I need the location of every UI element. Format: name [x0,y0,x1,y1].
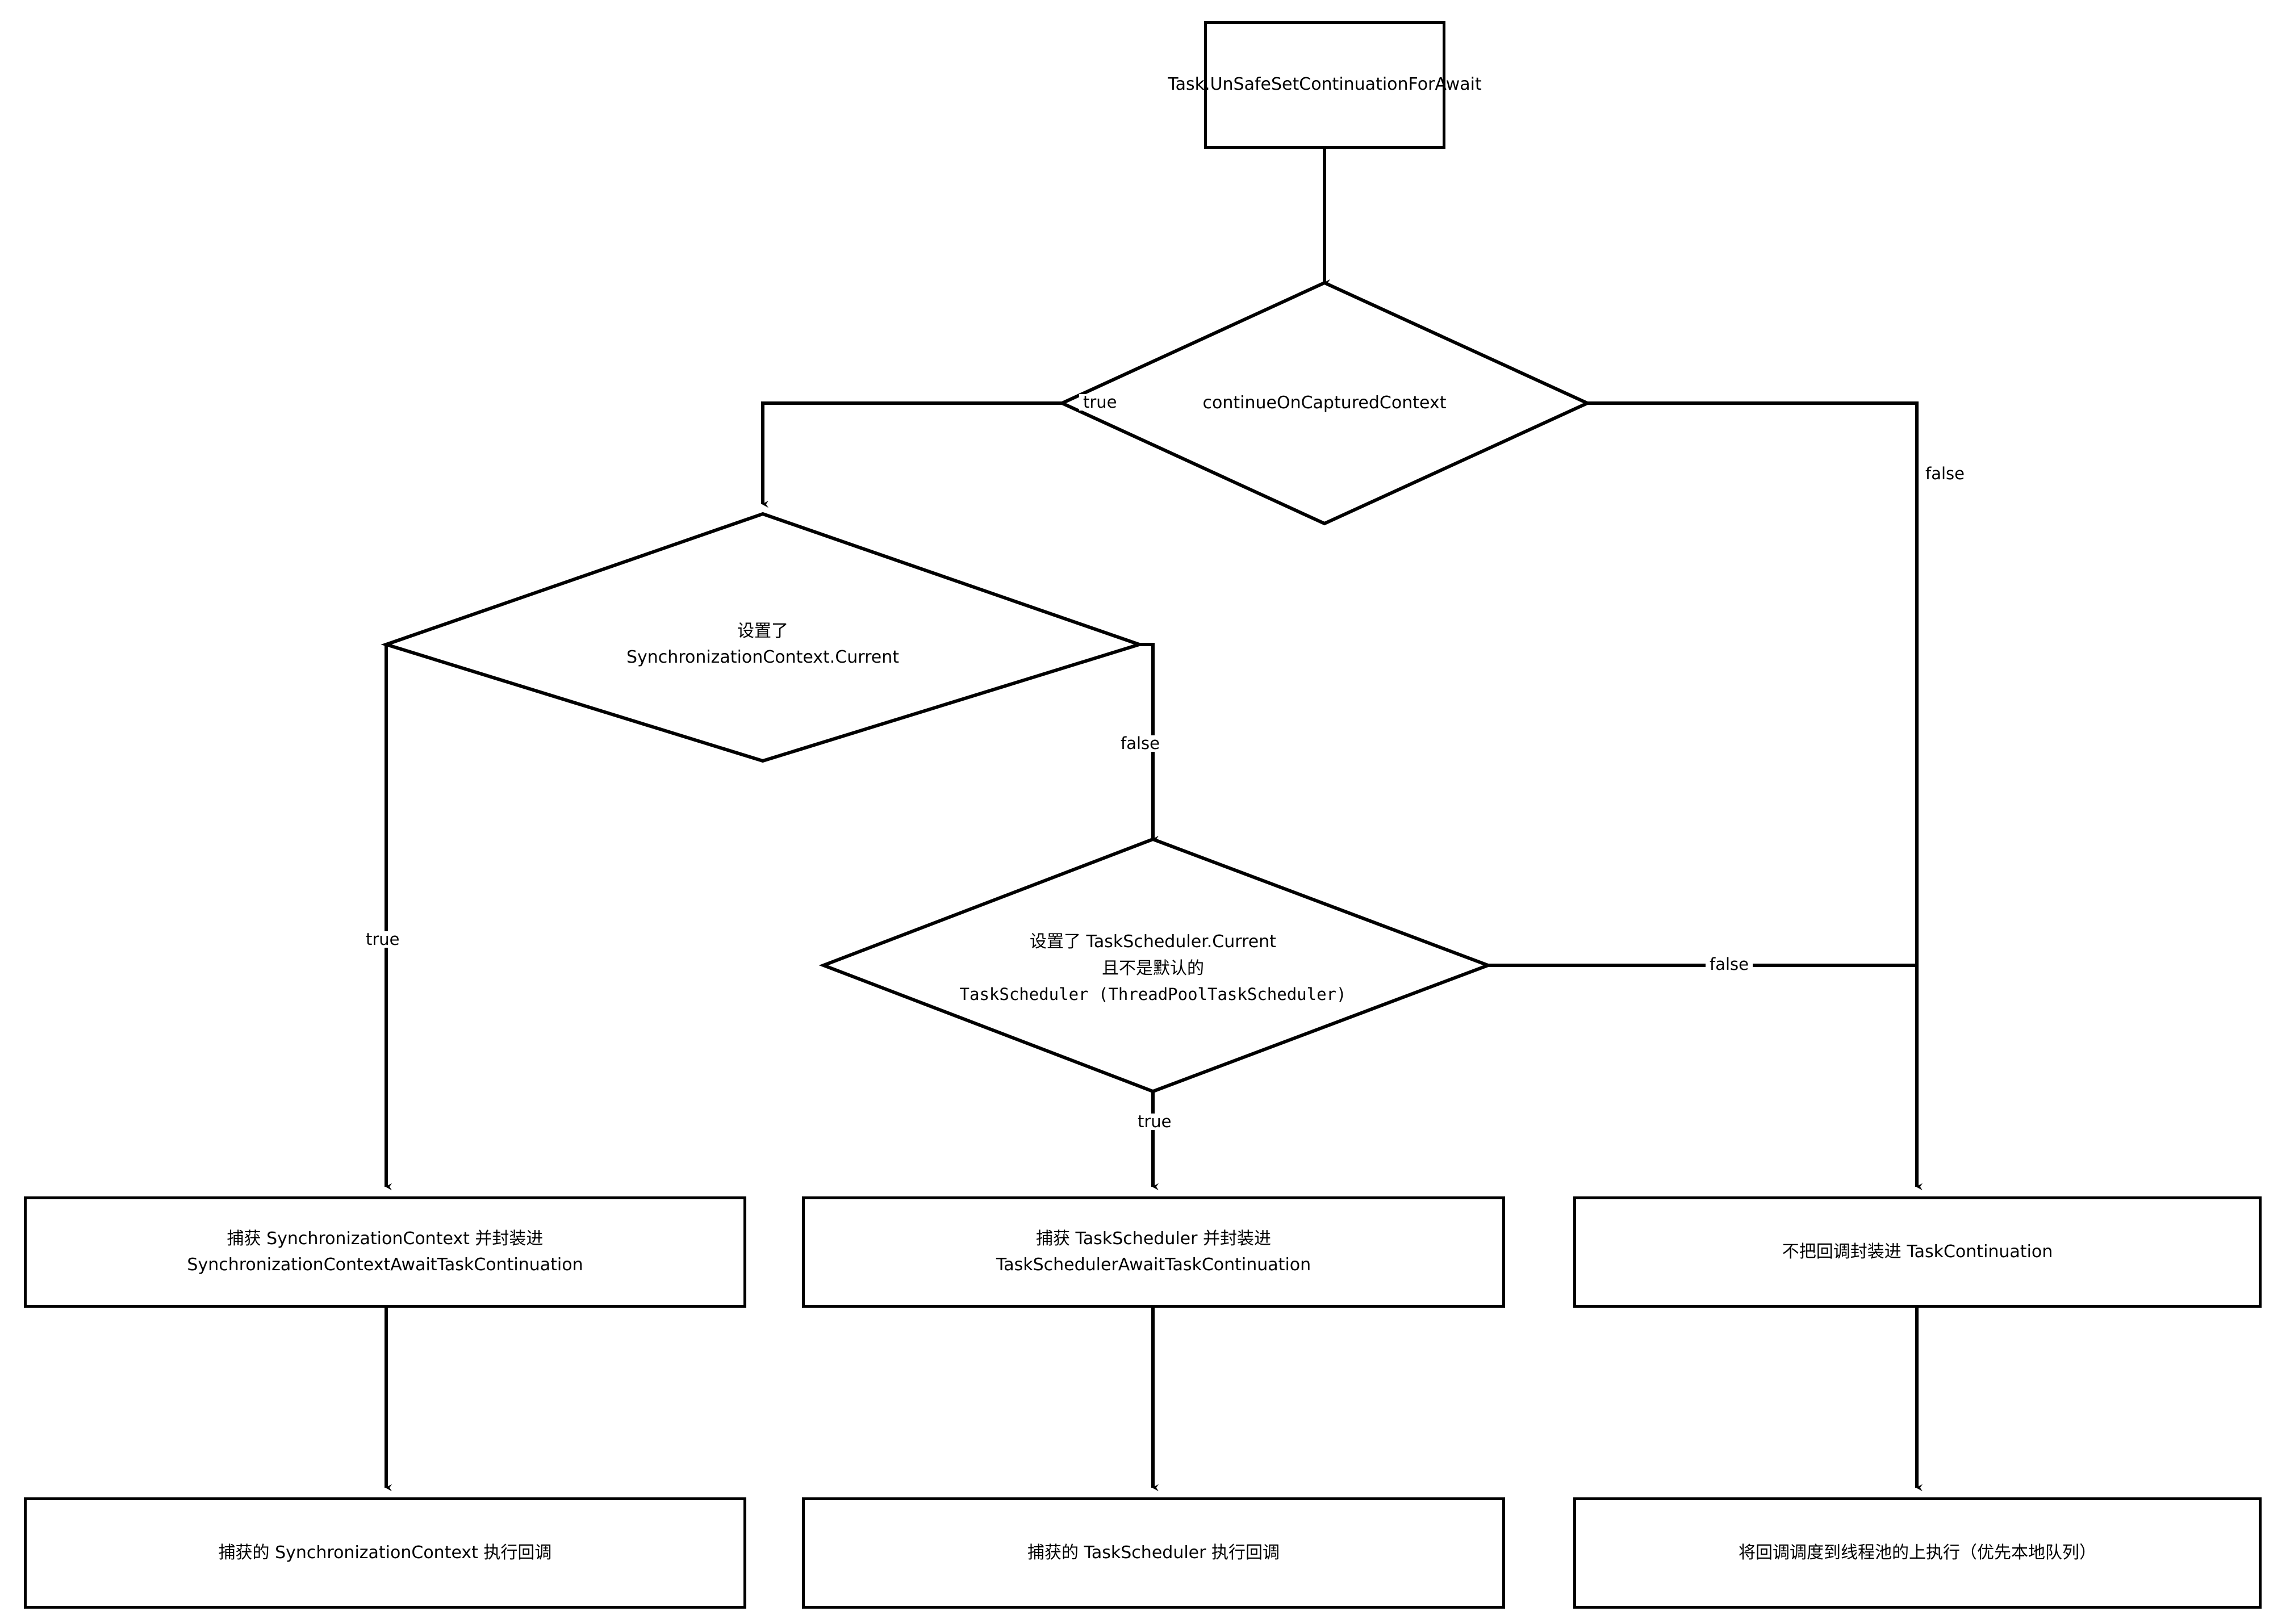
node-capture-taskscheduler[interactable]: 捕获 TaskScheduler 并封装进 TaskSchedulerAwait… [802,1196,1505,1308]
diamond-continue-on-captured-context [1058,281,1592,526]
node-taskscheduler-line3: TaskScheduler (ThreadPoolTaskScheduler) [959,985,1347,1004]
node-start-label: Task.UnSafeSetContinuationForAwait [1168,74,1482,95]
edge-continue-false [1587,401,1923,1191]
diamond-taskscheduler-current [818,837,1493,1094]
node-taskscheduler-line1: 设置了 TaskScheduler.Current [1030,932,1276,952]
node-no-wrap-taskcontinuation[interactable]: 不把回调封装进 TaskContinuation [1573,1196,2262,1308]
node-run-ts-label: 捕获的 TaskScheduler 执行回调 [1027,1542,1280,1563]
node-no-wrap-label: 不把回调封装进 TaskContinuation [1782,1241,2053,1262]
node-synccontext-label: 设置了 SynchronizationContext.Current [626,621,900,668]
edge-label-continue-true: true [1079,394,1121,411]
node-taskscheduler-current[interactable]: 设置了 TaskScheduler.Current 且不是默认的 TaskSch… [892,903,1414,1033]
edge-label-ts-true: true [1134,1114,1176,1130]
edge-label-sync-false: false [1117,735,1164,752]
edge-label-sync-true: true [362,931,404,948]
node-run-sc-label: 捕获的 SynchronizationContext 执行回调 [218,1542,552,1563]
node-continue-label: continueOnCapturedContext [1202,392,1447,413]
edge-continue-true [761,401,1062,508]
node-run-pool-label: 将回调调度到线程池的上执行（优先本地队列） [1739,1542,2096,1563]
edge-label-continue-false: false [1921,466,1969,482]
diamond-synchronizationcontext-current [381,512,1145,763]
node-run-taskscheduler[interactable]: 捕获的 TaskScheduler 执行回调 [802,1497,1505,1609]
node-capture-synchronizationcontext[interactable]: 捕获 SynchronizationContext 并封装进 Synchroni… [24,1196,746,1308]
node-continue-on-captured-context[interactable]: continueOnCapturedContext [1063,346,1586,460]
node-run-threadpool[interactable]: 将回调调度到线程池的上执行（优先本地队列） [1573,1497,2262,1609]
node-start[interactable]: Task.UnSafeSetContinuationForAwait [1168,21,1482,149]
node-run-synchronizationcontext[interactable]: 捕获的 SynchronizationContext 执行回调 [24,1497,746,1609]
node-taskscheduler-line2: 且不是默认的 [1101,958,1204,978]
edge-label-ts-false: false [1706,956,1753,973]
node-capture-ts-label: 捕获 TaskScheduler 并封装进 TaskSchedulerAwait… [996,1228,1311,1275]
node-capture-sc-label: 捕获 SynchronizationContext 并封装进 Synchroni… [187,1228,583,1275]
node-synchronizationcontext-current[interactable]: 设置了 SynchronizationContext.Current [502,588,1024,701]
